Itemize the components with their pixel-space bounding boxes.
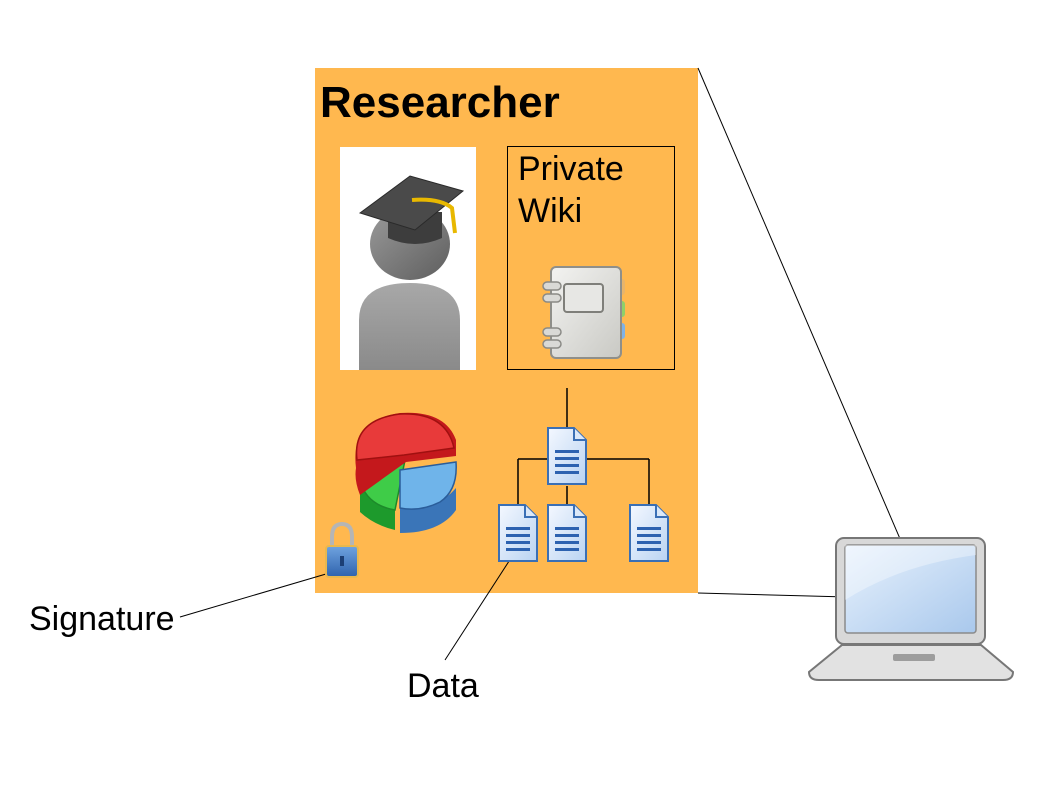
document-tree xyxy=(498,388,669,562)
pie-chart-icon xyxy=(355,412,457,533)
document-icon-left xyxy=(498,504,538,562)
data-caption: Data xyxy=(407,667,479,705)
document-icon-right xyxy=(629,504,669,562)
wiki-label-line1: Private xyxy=(518,150,624,188)
document-icon-root xyxy=(547,427,587,485)
padlock-icon xyxy=(325,521,359,578)
data-pointer-line xyxy=(444,554,514,661)
private-wiki-box xyxy=(507,146,675,370)
wiki-label-line2: Wiki xyxy=(518,192,583,230)
graduate-user-icon xyxy=(358,175,465,370)
document-icon-middle xyxy=(547,504,587,562)
laptop-icon xyxy=(807,537,1015,681)
signature-caption: Signature xyxy=(29,600,175,638)
connector-line-top xyxy=(697,67,926,598)
notebook-icon xyxy=(542,266,625,359)
panel-title: Researcher xyxy=(320,78,560,127)
signature-pointer-line xyxy=(179,573,327,618)
private-wiki-label: Private Wiki xyxy=(518,148,668,232)
